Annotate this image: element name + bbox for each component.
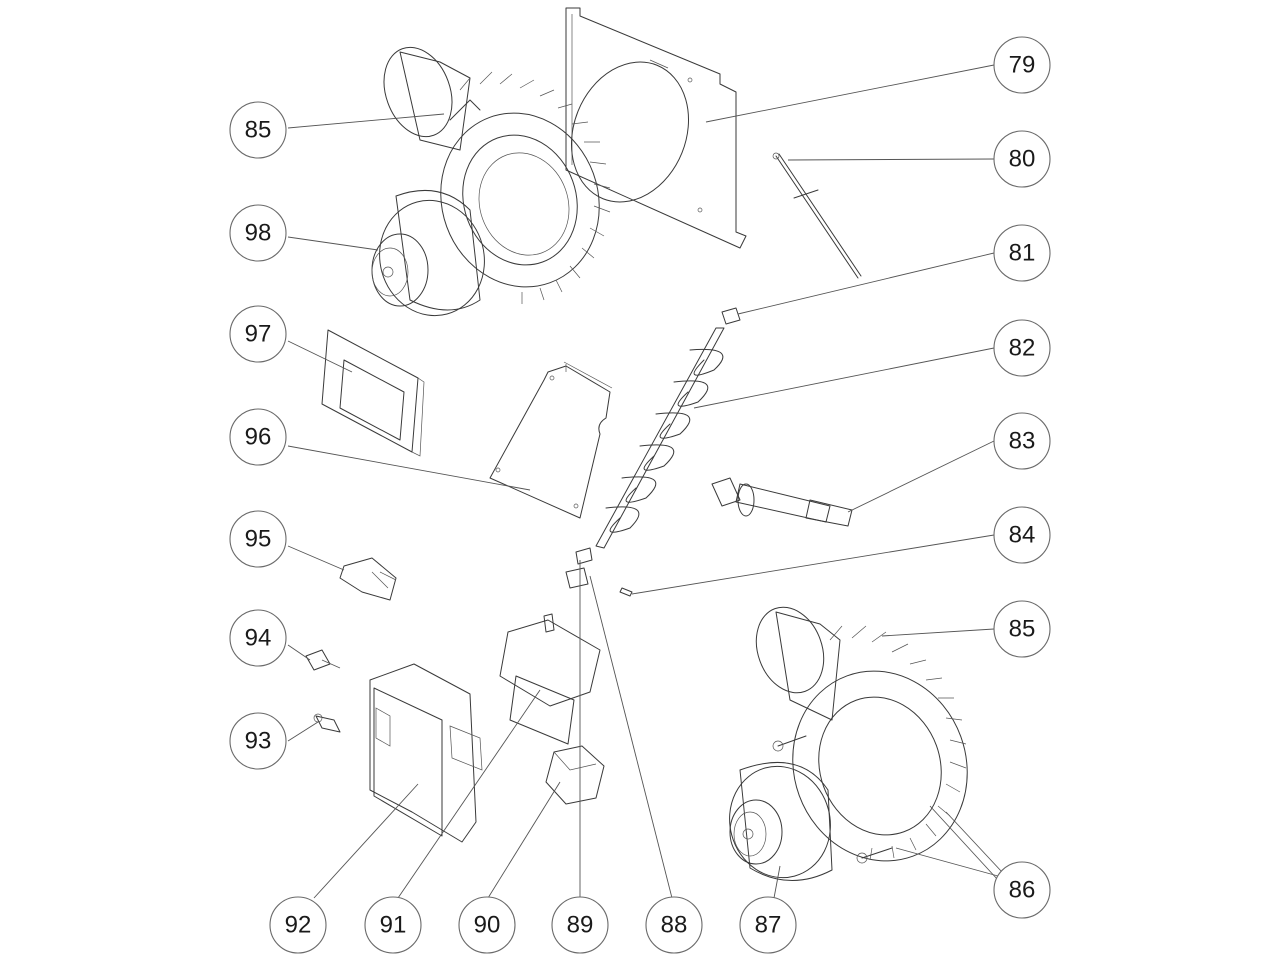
part-switch — [339, 557, 397, 601]
leader-87 — [773, 865, 781, 899]
leader-81 — [737, 252, 995, 315]
leader-84 — [631, 534, 995, 595]
leader-96 — [287, 445, 531, 491]
callout-label: 88 — [661, 912, 688, 939]
callout-label: 81 — [1009, 240, 1036, 267]
part-coupling — [565, 547, 593, 589]
callout-label: 95 — [245, 526, 272, 553]
callout-label: 85 — [1009, 616, 1036, 643]
leader-86b — [929, 805, 999, 881]
part-screws — [772, 735, 893, 864]
part-hopper-funnel — [321, 329, 425, 457]
part-control-board — [369, 663, 483, 843]
part-blower-housing-top — [383, 46, 611, 304]
callout-81: 81 — [993, 224, 1051, 282]
callout-label: 86 — [1009, 877, 1036, 904]
callout-label: 92 — [285, 912, 312, 939]
leader-92 — [313, 783, 419, 899]
callout-84: 84 — [993, 506, 1051, 564]
callout-label: 80 — [1009, 146, 1036, 173]
callout-label: 94 — [245, 625, 272, 652]
callout-89: 89 — [551, 896, 609, 954]
part-igniter — [711, 477, 853, 527]
callout-93: 93 — [229, 712, 287, 770]
callout-88: 88 — [645, 896, 703, 954]
callout-90: 90 — [458, 896, 516, 954]
leader-93 — [287, 721, 319, 742]
leader-95 — [287, 545, 345, 571]
callout-label: 84 — [1009, 522, 1036, 549]
callout-label: 98 — [245, 220, 272, 247]
callout-80: 80 — [993, 130, 1051, 188]
leader-79 — [705, 64, 995, 123]
leader-85a — [287, 113, 445, 129]
callout-87: 87 — [739, 896, 797, 954]
callout-label: 93 — [245, 728, 272, 755]
callout-98: 98 — [229, 204, 287, 262]
callout-85-bottom: 85 — [993, 600, 1051, 658]
part-combustion-fan — [371, 190, 485, 317]
leader-94 — [287, 644, 311, 661]
part-fuse-holder — [313, 713, 341, 733]
callout-91: 91 — [364, 896, 422, 954]
callout-label: 83 — [1009, 428, 1036, 455]
callout-label: 82 — [1009, 335, 1036, 362]
callout-82: 82 — [993, 319, 1051, 377]
leader-88 — [589, 575, 673, 899]
leader-90 — [487, 781, 561, 899]
leader-82 — [693, 347, 995, 409]
callout-97: 97 — [229, 305, 287, 363]
part-auger-screw — [595, 327, 725, 549]
callout-83: 83 — [993, 412, 1051, 470]
callout-label: 87 — [755, 912, 782, 939]
callout-92: 92 — [269, 896, 327, 954]
part-mounting-plate — [565, 7, 747, 249]
leader-85b — [881, 628, 995, 637]
leader-lines — [287, 64, 1003, 899]
callout-85-top: 85 — [229, 101, 287, 159]
callout-95: 95 — [229, 510, 287, 568]
part-connector — [305, 649, 341, 671]
leader-86a — [895, 847, 999, 877]
callout-79: 79 — [993, 36, 1051, 94]
callout-label: 97 — [245, 321, 272, 348]
callout-label: 91 — [380, 912, 407, 939]
part-temperature-probe — [772, 152, 862, 279]
leader-91 — [397, 689, 541, 899]
part-gear-motor — [499, 613, 601, 745]
callout-86: 86 — [993, 861, 1051, 919]
leader-98 — [287, 236, 379, 251]
callout-label: 85 — [245, 117, 272, 144]
part-cover-plate — [489, 361, 613, 519]
callout-96: 96 — [229, 408, 287, 466]
callout-label: 90 — [474, 912, 501, 939]
leader-80 — [787, 158, 995, 161]
part-blower-motor — [729, 761, 833, 881]
part-pin — [619, 587, 633, 597]
part-capacitor — [545, 745, 605, 805]
leader-97 — [287, 340, 353, 373]
leader-83 — [847, 440, 995, 513]
leader-86c — [945, 811, 1003, 873]
callout-label: 96 — [245, 424, 272, 451]
part-bushing — [721, 307, 741, 325]
callout-label: 89 — [567, 912, 594, 939]
part-blower-housing-bottom — [755, 606, 968, 862]
callout-94: 94 — [229, 609, 287, 667]
callout-label: 79 — [1009, 52, 1036, 79]
